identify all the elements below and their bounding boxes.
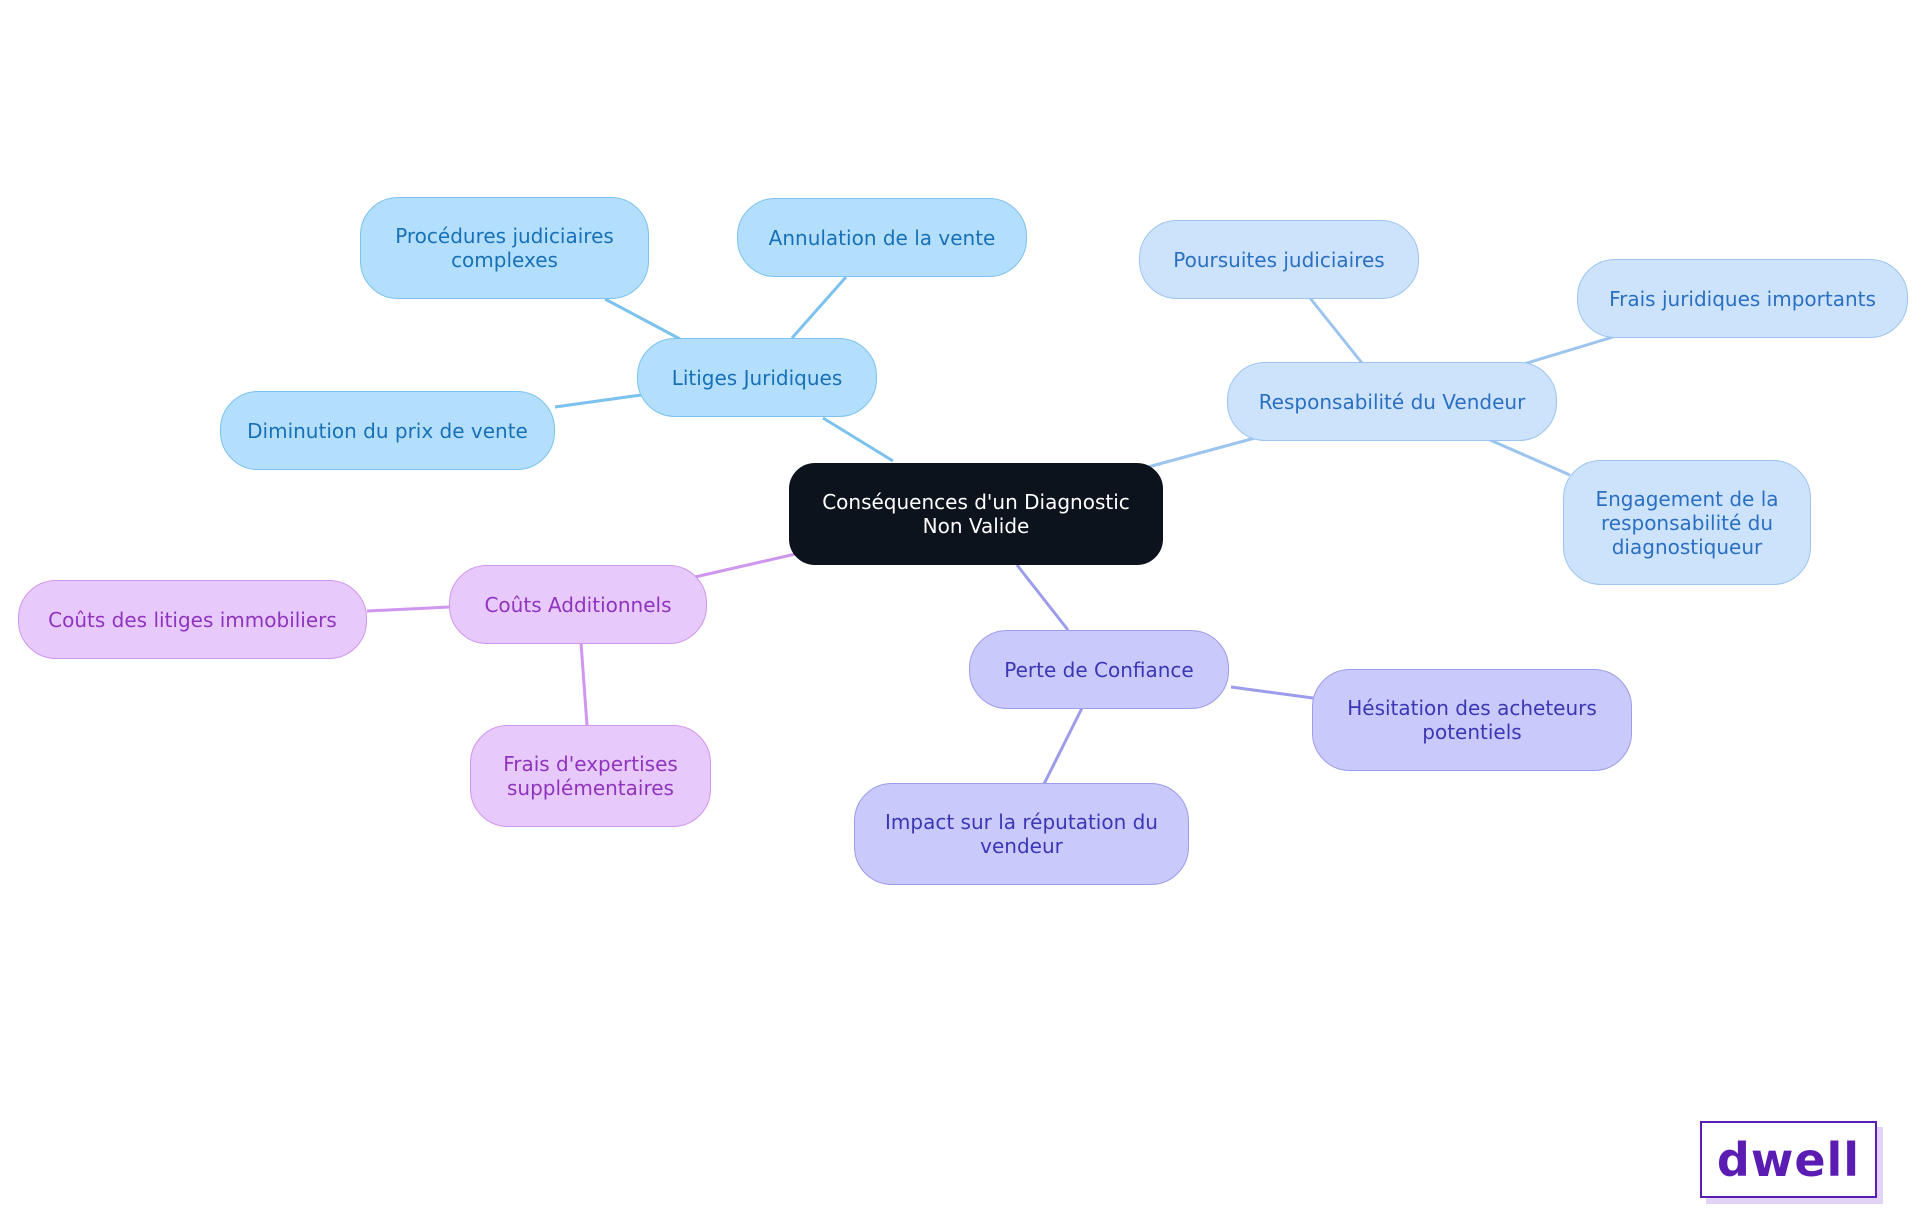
leaf-node-procedures-judiciaires[interactable]: Procédures judiciaires complexes <box>360 197 649 299</box>
branch-node-label: Coûts Additionnels <box>484 592 672 617</box>
leaf-node-diminution-prix[interactable]: Diminution du prix de vente <box>220 391 555 470</box>
dwell-logo: dwell <box>1700 1121 1877 1198</box>
edge-responsabilite-poursuites <box>1308 297 1364 364</box>
leaf-node-label: Impact sur la réputation du vendeur <box>885 810 1158 858</box>
leaf-node-poursuites-judiciaires[interactable]: Poursuites judiciaires <box>1139 220 1419 299</box>
edge-root-perte <box>1015 564 1070 631</box>
leaf-node-label: Hésitation des acheteurs potentiels <box>1347 696 1597 744</box>
branch-node-couts-additionnels[interactable]: Coûts Additionnels <box>449 565 707 644</box>
leaf-node-label: Diminution du prix de vente <box>247 418 528 443</box>
branch-node-responsabilite-vendeur[interactable]: Responsabilité du Vendeur <box>1227 362 1557 441</box>
edge-litiges-procedures <box>604 297 681 341</box>
leaf-node-label: Poursuites judiciaires <box>1173 247 1385 272</box>
branch-node-label: Responsabilité du Vendeur <box>1258 389 1526 414</box>
leaf-node-couts-litiges[interactable]: Coûts des litiges immobiliers <box>18 580 367 659</box>
leaf-node-annulation-vente[interactable]: Annulation de la vente <box>737 198 1027 277</box>
branch-node-label: Perte de Confiance <box>1004 657 1194 682</box>
edge-responsabilite-frais <box>1523 335 1614 366</box>
leaf-node-hesitation-acheteurs[interactable]: Hésitation des acheteurs potentiels <box>1312 669 1632 771</box>
leaf-node-engagement-responsabilite[interactable]: Engagement de la responsabilité du diagn… <box>1563 460 1811 585</box>
edge-perte-impact <box>1042 707 1084 785</box>
branch-node-perte-confiance[interactable]: Perte de Confiance <box>969 630 1229 709</box>
edge-responsabilite-engagement <box>1489 438 1571 477</box>
edge-couts-expertises <box>579 642 589 726</box>
root-node-label: Conséquences d'un Diagnostic Non Valide <box>822 490 1130 538</box>
leaf-node-label: Procédures judiciaires complexes <box>395 224 614 272</box>
leaf-node-label: Annulation de la vente <box>768 225 996 250</box>
leaf-node-frais-expertises[interactable]: Frais d'expertises supplémentaires <box>470 725 711 827</box>
root-node[interactable]: Conséquences d'un Diagnostic Non Valide <box>789 463 1163 565</box>
logo-text: dwell <box>1716 1132 1861 1187</box>
edge-root-responsabilite <box>1147 436 1256 469</box>
leaf-node-impact-reputation[interactable]: Impact sur la réputation du vendeur <box>854 783 1189 885</box>
edge-root-litiges <box>822 416 894 463</box>
leaf-node-label: Coûts des litiges immobiliers <box>48 607 337 632</box>
edge-litiges-annulation <box>790 276 848 339</box>
leaf-node-label: Engagement de la responsabilité du diagn… <box>1595 486 1779 559</box>
leaf-node-label: Frais juridiques importants <box>1609 286 1876 311</box>
leaf-node-label: Frais d'expertises supplémentaires <box>503 752 678 800</box>
edge-couts-litiges <box>366 605 450 613</box>
edge-root-couts <box>694 551 801 579</box>
leaf-node-frais-juridiques[interactable]: Frais juridiques importants <box>1577 259 1908 338</box>
edge-perte-hesitation <box>1230 685 1314 700</box>
branch-node-litiges-juridiques[interactable]: Litiges Juridiques <box>637 338 877 417</box>
edge-litiges-diminution <box>554 393 642 409</box>
branch-node-label: Litiges Juridiques <box>671 365 843 390</box>
